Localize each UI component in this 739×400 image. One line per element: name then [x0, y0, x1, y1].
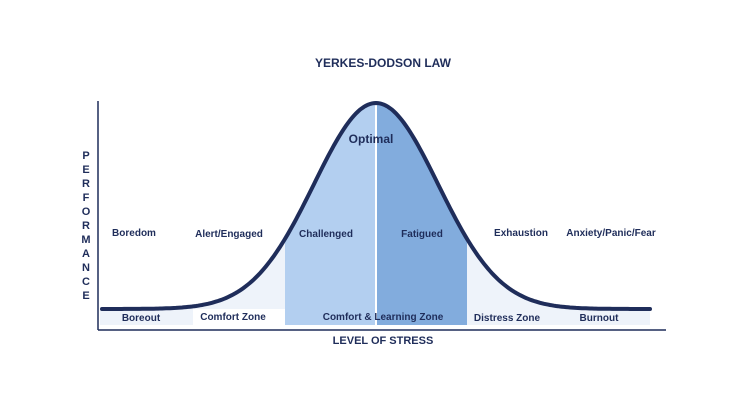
y-axis-letter: P — [82, 150, 89, 162]
y-axis-letter: M — [81, 234, 90, 246]
y-axis-letter: A — [82, 248, 90, 260]
y-axis-letter: R — [82, 178, 90, 190]
fatigued-zone-fill — [376, 103, 467, 325]
performance-curve — [100, 100, 652, 311]
challenged-label: Challenged — [299, 229, 353, 240]
burnout-label: Burnout — [580, 313, 620, 324]
optimal-label: Optimal — [349, 132, 394, 146]
y-axis-letter: F — [83, 192, 90, 204]
distress-strip — [467, 309, 559, 325]
boreout-label: Boreout — [122, 313, 161, 324]
y-axis-letter: R — [82, 220, 90, 232]
fatigued-label: Fatigued — [401, 229, 443, 240]
challenged-zone-fill — [285, 103, 376, 325]
y-axis-letter: O — [82, 206, 91, 218]
burnout-zone-fill — [559, 103, 650, 325]
comfort-strip — [193, 309, 285, 325]
x-axis-label: LEVEL OF STRESS — [333, 335, 434, 347]
y-axis-letter: E — [82, 290, 89, 302]
y-axis-letter: E — [82, 164, 89, 176]
distress-zone-label: Distress Zone — [474, 313, 541, 324]
comfort-learning-zone-label: Comfort & Learning Zone — [323, 312, 444, 323]
diagram-title: YERKES-DODSON LAW — [315, 56, 452, 70]
boreout-zone-fill — [102, 103, 193, 325]
boreout-strip — [100, 309, 193, 325]
anxiety-panic-fear-label: Anxiety/Panic/Fear — [566, 228, 656, 239]
y-axis-letter: C — [82, 276, 90, 288]
burnout-strip — [559, 309, 650, 325]
alert-engaged-label: Alert/Engaged — [195, 229, 263, 240]
comfort-zone-label: Comfort Zone — [200, 312, 266, 323]
exhaustion-label: Exhaustion — [494, 228, 548, 239]
boredom-label: Boredom — [112, 228, 156, 239]
y-axis-letter: N — [82, 262, 90, 274]
